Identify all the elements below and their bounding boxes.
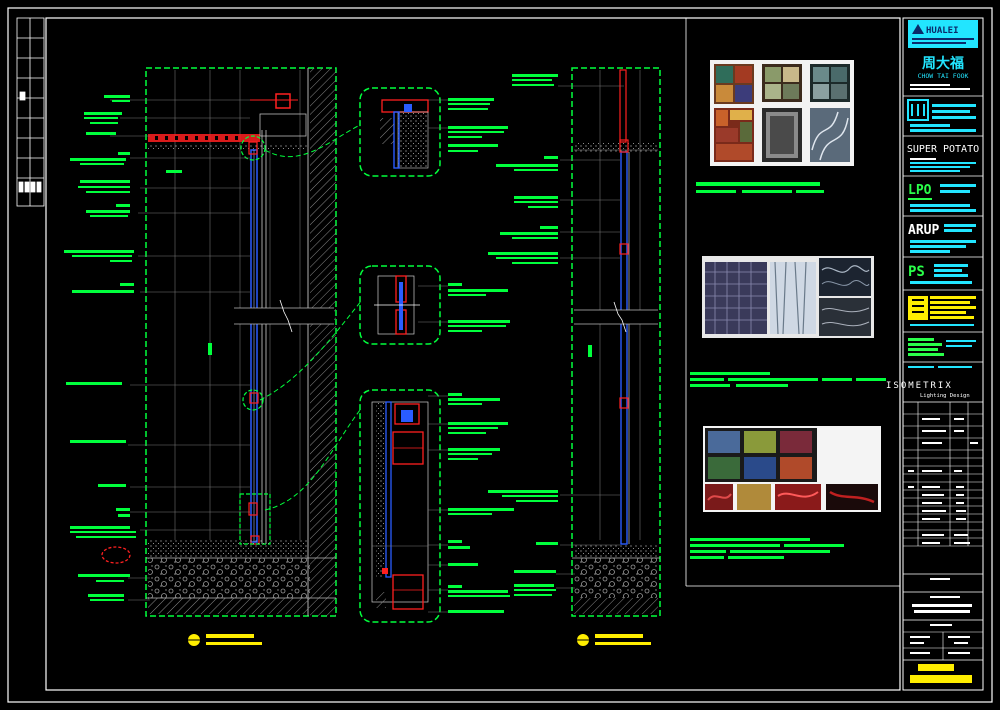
drawing-info <box>903 573 983 683</box>
lpo-logo: LPO <box>908 183 976 212</box>
consultant-logo-yellow <box>908 296 976 326</box>
isometrix-logo: ISOMETRIX Lighting Design <box>886 381 970 399</box>
section-detail-right <box>556 67 661 646</box>
consultant-logo-1 <box>907 99 976 132</box>
ps-logo: PS <box>908 264 972 284</box>
section-detail-center <box>359 87 448 623</box>
isometrix-text: ISOMETRIX <box>886 381 953 391</box>
chow-tai-fook-english: CHOW TAI FOOK <box>918 72 969 80</box>
super-potato-text: SUPER POTATO <box>907 144 979 155</box>
textured-glass-photo <box>702 256 874 338</box>
revision-table <box>903 402 983 547</box>
right-annotation-labels <box>488 74 558 596</box>
drawing-border <box>45 17 901 691</box>
outer-border <box>7 7 993 703</box>
title-block: HUALEI 周大福 CHOW TAI FOOK SUPER POTATO <box>886 17 984 691</box>
isometrix-subtitle: Lighting Design <box>920 393 970 399</box>
arup-text: ARUP <box>908 223 939 238</box>
super-potato-logo: SUPER POTATO <box>907 144 979 172</box>
chow-tai-fook-logo: 周大福 CHOW TAI FOOK <box>910 55 970 90</box>
reference-panel <box>685 18 900 587</box>
ps-text: PS <box>908 264 925 280</box>
section-detail-left <box>101 67 363 646</box>
hualei-logo: HUALEI <box>908 20 978 48</box>
lpo-text: LPO <box>908 183 932 198</box>
hualei-logo-text: HUALEI <box>926 26 959 36</box>
consultant-green-block <box>908 338 976 356</box>
stained-glass-photo-1 <box>710 60 854 166</box>
left-index-column <box>16 17 45 207</box>
coloured-glass-photo <box>703 426 881 512</box>
center-annotation-labels <box>448 98 514 613</box>
left-annotation-labels <box>64 95 182 601</box>
chow-tai-fook-chinese: 周大福 <box>922 55 964 72</box>
arup-logo: ARUP <box>908 223 976 253</box>
